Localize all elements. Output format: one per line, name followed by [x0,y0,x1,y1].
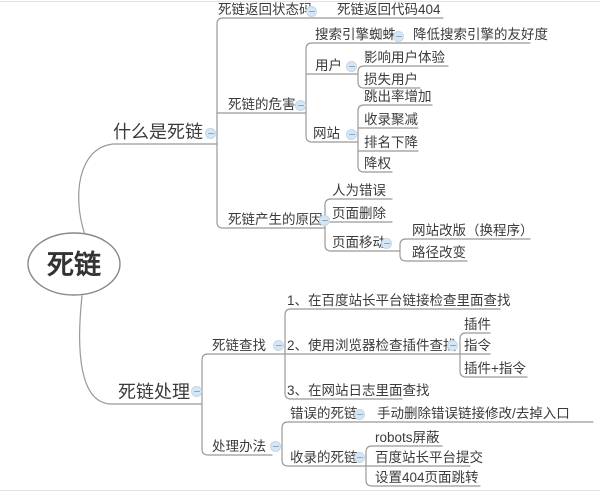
node-page-deleted[interactable]: 页面删除 [332,206,386,221]
node-find-baidu-platform[interactable]: 1、在百度站长平台链接检查里面查找 [287,293,511,308]
node-robots-block[interactable]: robots屏蔽 [375,430,440,445]
node-indexing-decrease[interactable]: 收录聚减 [364,112,418,127]
node-wrong-dead-links[interactable]: 错误的死链 [290,406,358,421]
node-handling-methods[interactable]: 处理办法 [212,439,266,454]
node-find-browser-plugin[interactable]: 2、使用浏览器检查插件查找 [287,338,457,353]
collapse-icon[interactable] [205,128,216,139]
node-downgrade[interactable]: 降权 [364,156,391,171]
node-indexed-dead-links[interactable]: 收录的死链 [290,450,358,465]
node-lose-users[interactable]: 损失用户 [364,72,418,87]
node-path-change[interactable]: 路径改变 [412,245,466,260]
node-manual-delete-links[interactable]: 手动删除错误链接修改/去掉入口 [377,406,570,421]
node-site-redesign[interactable]: 网站改版（换程序） [412,223,534,238]
collapse-icon[interactable] [319,215,330,226]
collapse-icon[interactable] [270,441,281,452]
collapse-icon[interactable] [295,100,306,111]
node-dead-link-handling[interactable]: 死链处理 [118,382,190,402]
collapse-icon[interactable] [354,409,365,420]
node-return-status-code[interactable]: 死链返回状态码 [218,2,313,17]
node-lower-se-friendliness[interactable]: 降低搜索引擎的友好度 [413,27,548,42]
node-search-engine-spider[interactable]: 搜索引擎蜘蛛 [315,27,396,42]
collapse-icon[interactable] [191,386,202,397]
collapse-icon[interactable] [306,6,317,17]
root-node-ellipse [27,232,121,296]
node-website[interactable]: 网站 [313,126,340,141]
node-plugin-plus-command[interactable]: 插件+指令 [464,361,526,376]
collapse-icon[interactable] [346,129,357,140]
node-plugin[interactable]: 插件 [464,317,491,332]
collapse-icon[interactable] [273,340,284,351]
node-users[interactable]: 用户 [315,58,342,73]
node-bounce-rate-increase[interactable]: 跳出率增加 [364,89,432,104]
collapse-icon[interactable] [393,31,404,42]
node-baidu-platform-submit[interactable]: 百度站长平台提交 [375,450,483,465]
collapse-icon[interactable] [447,340,458,351]
node-ranking-drop[interactable]: 排名下降 [364,135,418,150]
node-dead-link-finding[interactable]: 死链查找 [212,338,266,353]
window-top-border [0,1,600,2]
node-command[interactable]: 指令 [464,338,491,353]
node-find-site-logs[interactable]: 3、在网站日志里面查找 [287,383,430,398]
node-dead-link[interactable]: 死链 [47,250,101,280]
window-bottom-border [0,490,600,491]
node-dead-link-harms[interactable]: 死链的危害 [228,97,296,112]
node-404-page-redirect[interactable]: 设置404页面跳转 [375,470,479,485]
node-dead-link-causes[interactable]: 死链产生的原因 [228,212,323,227]
collapse-icon[interactable] [346,61,357,72]
node-affect-user-experience[interactable]: 影响用户体验 [364,50,445,65]
node-human-error[interactable]: 人为错误 [332,183,386,198]
node-page-moved[interactable]: 页面移动 [332,235,386,250]
node-what-is-dead-link[interactable]: 什么是死链 [113,122,203,142]
collapse-icon[interactable] [381,238,392,249]
collapse-icon[interactable] [354,452,365,463]
node-return-code-404[interactable]: 死链返回代码404 [337,2,441,17]
